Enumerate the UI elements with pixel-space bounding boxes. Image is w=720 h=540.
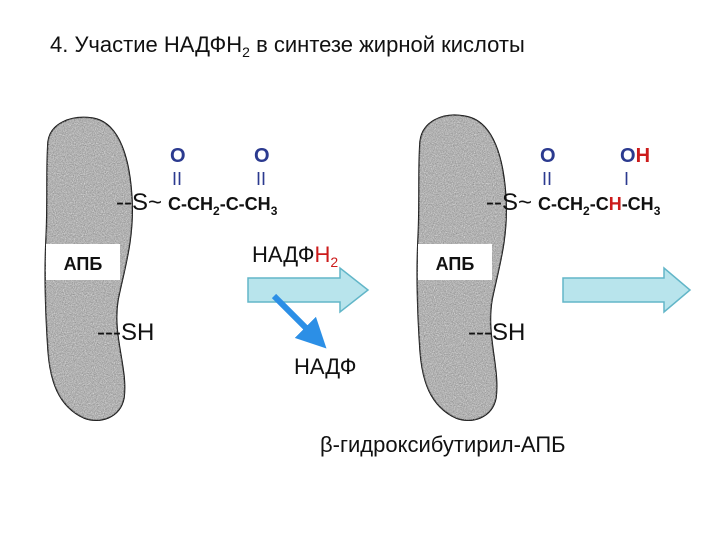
left-chain: C-CH2-C-CH3 [168,194,278,218]
right-apb-label: АПБ [436,254,475,274]
page-title: 4. Участие НАДФН2 в синтезе жирной кисло… [50,32,525,60]
product-caption: β-гидроксибутирил-АПБ [320,432,566,457]
right-sh-group: ---SH [468,319,525,346]
left-sh-group: ---SH [97,319,154,346]
reaction-arrow-right [562,266,692,314]
right-double-bond: II [542,169,552,189]
right-apb-label-box: АПБ [418,244,492,280]
left-apb-label-box: АПБ [46,244,120,280]
left-double-bond-1: II [172,169,182,189]
reaction-arrow-main [247,266,370,314]
left-thio-link: --S~ [116,189,162,216]
left-double-bond-2: II [256,169,266,189]
right-thio-link: --S~ [486,189,532,216]
right-hydroxyl: OH [620,145,650,167]
left-apb-label: АПБ [64,254,103,274]
product-nadp: НАДФ [294,354,356,379]
right-o1: O [540,145,556,167]
right-single-bond: I [624,169,629,189]
left-o1: O [170,145,186,167]
reagent-nadph2: НАДФH2 [252,242,338,270]
left-o2: O [254,145,270,167]
right-chain: C-CH2-CH-CH3 [538,194,661,218]
diagonal-arrow [271,293,327,349]
